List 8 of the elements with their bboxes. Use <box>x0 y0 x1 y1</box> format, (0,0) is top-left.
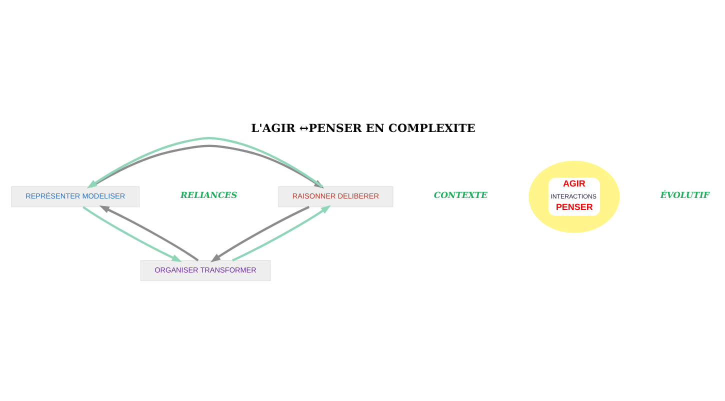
arrow <box>232 204 332 262</box>
arrow <box>99 205 199 261</box>
diagram-title: L'AGIR ↔PENSER EN COMPLEXITE <box>251 120 476 134</box>
arrow <box>82 206 182 262</box>
arrow <box>210 205 310 262</box>
label: CONTEXTE <box>434 190 488 200</box>
label: ÉVOLUTIF <box>660 190 710 200</box>
label: RELIANCES <box>180 190 238 200</box>
